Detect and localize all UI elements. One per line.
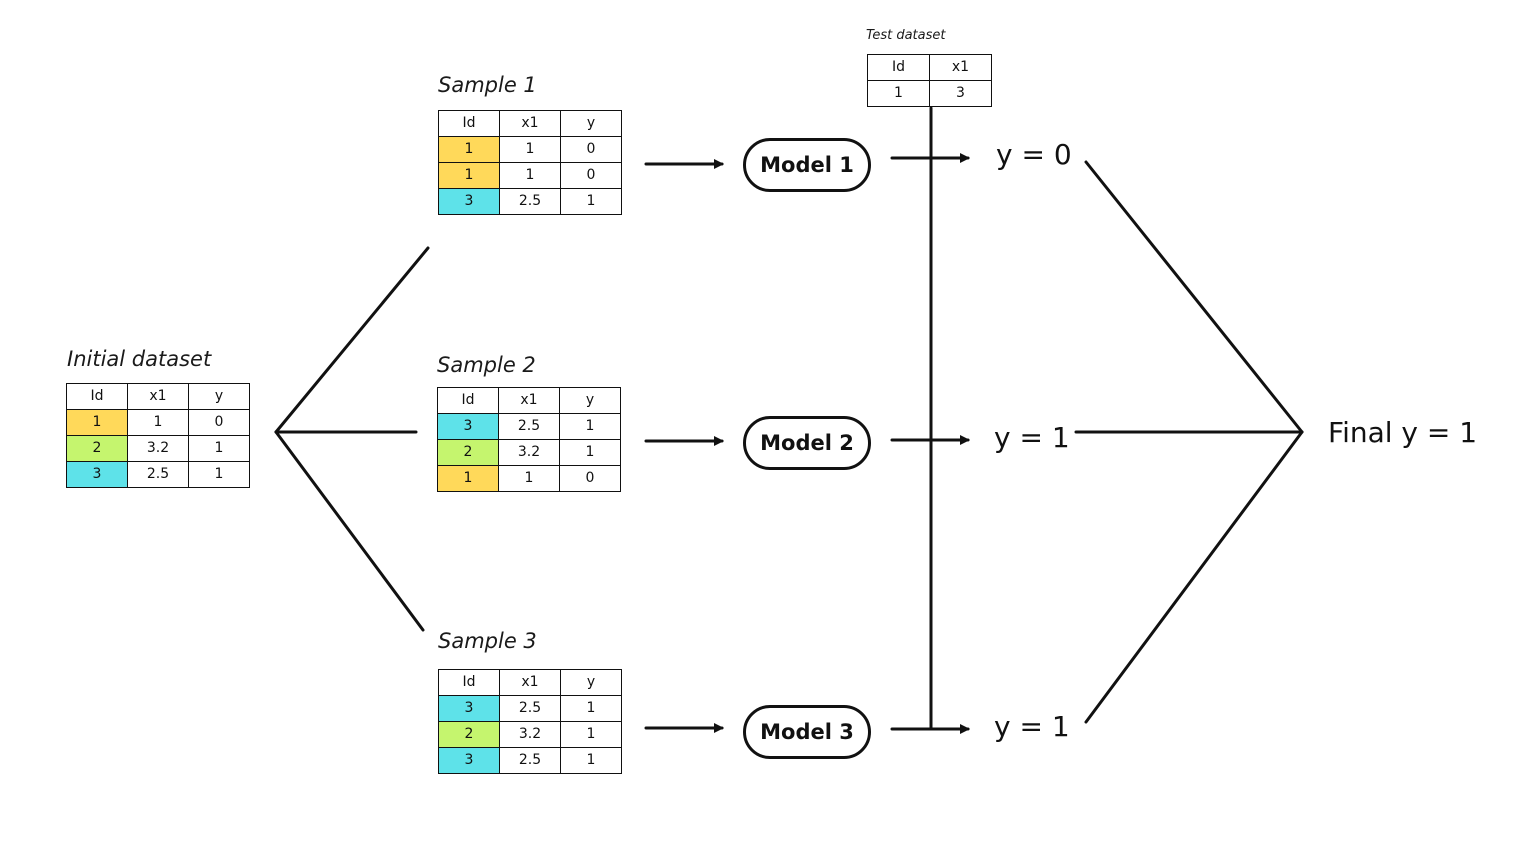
header-cell: y [560, 669, 622, 696]
x1-cell: 2.5 [499, 188, 561, 215]
y-cell: 1 [559, 439, 621, 466]
header-cell: y [188, 383, 250, 410]
table-row: 1 1 0 [66, 409, 250, 436]
id-cell: 1 [437, 465, 499, 492]
sample-1-caption: Sample 1 [438, 73, 537, 97]
vote-line-3 [1084, 430, 1304, 724]
y-cell: 0 [560, 162, 622, 189]
y-cell: 0 [559, 465, 621, 492]
x1-cell: 1 [499, 162, 561, 189]
header-cell: x1 [499, 669, 561, 696]
table-row: 3 2.5 1 [438, 747, 622, 774]
x1-cell: 3.2 [498, 439, 560, 466]
model-1-node: Model 1 [743, 138, 871, 192]
y-cell: 1 [188, 461, 250, 488]
vote-line-1 [1084, 160, 1304, 434]
id-cell: 3 [438, 188, 500, 215]
test-dataset-caption: Test dataset [866, 28, 946, 43]
branch-line-sample-1 [274, 246, 430, 434]
header-cell: Id [438, 110, 500, 137]
table-row: 3 2.5 1 [438, 188, 622, 215]
header-cell: y [560, 110, 622, 137]
y-cell: 1 [560, 695, 622, 722]
x1-cell: 2.5 [499, 695, 561, 722]
sample-2-table: Id x1 y 3 2.5 1 2 3.2 1 1 1 0 [437, 387, 621, 492]
y-cell: 1 [559, 413, 621, 440]
x1-cell: 1 [499, 136, 561, 163]
prediction-model-3: y = 1 [994, 710, 1070, 743]
model-3-node: Model 3 [743, 705, 871, 759]
prediction-model-1: y = 0 [996, 138, 1072, 171]
table-header-row: Id x1 [867, 54, 992, 81]
header-cell: y [559, 387, 621, 414]
table-row: 2 3.2 1 [66, 435, 250, 462]
initial-dataset-caption: Initial dataset [67, 347, 212, 371]
x1-cell: 1 [498, 465, 560, 492]
id-cell: 2 [66, 435, 128, 462]
x1-cell: 2.5 [499, 747, 561, 774]
initial-dataset-table: Id x1 y 1 1 0 2 3.2 1 3 2.5 1 [66, 383, 250, 488]
table-row: 3 2.5 1 [437, 413, 621, 440]
header-cell: Id [66, 383, 128, 410]
sample-2-caption: Sample 2 [437, 353, 536, 377]
prediction-model-2: y = 1 [994, 421, 1070, 454]
table-row: 2 3.2 1 [437, 439, 621, 466]
header-cell: Id [867, 54, 930, 81]
table-header-row: Id x1 y [66, 383, 250, 410]
header-cell: Id [437, 387, 499, 414]
x1-cell: 2.5 [498, 413, 560, 440]
x1-cell: 3.2 [127, 435, 189, 462]
id-cell: 3 [437, 413, 499, 440]
id-cell: 1 [66, 409, 128, 436]
id-cell: 2 [438, 721, 500, 748]
table-row: 2 3.2 1 [438, 721, 622, 748]
table-row: 3 2.5 1 [438, 695, 622, 722]
table-row: 3 2.5 1 [66, 461, 250, 488]
id-cell: 1 [438, 162, 500, 189]
header-cell: x1 [929, 54, 992, 81]
y-cell: 1 [188, 435, 250, 462]
id-cell: 1 [867, 80, 930, 107]
y-cell: 0 [560, 136, 622, 163]
x1-cell: 3 [929, 80, 992, 107]
table-row: 1 1 0 [438, 162, 622, 189]
branch-line-sample-3 [274, 430, 425, 632]
y-cell: 1 [560, 747, 622, 774]
table-header-row: Id x1 y [438, 669, 622, 696]
test-dataset-table: Id x1 1 3 [867, 54, 992, 107]
header-cell: x1 [499, 110, 561, 137]
table-row: 1 3 [867, 80, 992, 107]
y-cell: 1 [560, 188, 622, 215]
y-cell: 0 [188, 409, 250, 436]
table-row: 1 1 0 [437, 465, 621, 492]
x1-cell: 2.5 [127, 461, 189, 488]
id-cell: 3 [438, 747, 500, 774]
y-cell: 1 [560, 721, 622, 748]
sample-1-table: Id x1 y 1 1 0 1 1 0 3 2.5 1 [438, 110, 622, 215]
table-header-row: Id x1 y [438, 110, 622, 137]
x1-cell: 3.2 [499, 721, 561, 748]
id-cell: 2 [437, 439, 499, 466]
model-2-node: Model 2 [743, 416, 871, 470]
final-prediction: Final y = 1 [1328, 416, 1478, 449]
sample-3-caption: Sample 3 [438, 629, 537, 653]
header-cell: x1 [498, 387, 560, 414]
table-row: 1 1 0 [438, 136, 622, 163]
id-cell: 3 [438, 695, 500, 722]
header-cell: x1 [127, 383, 189, 410]
header-cell: Id [438, 669, 500, 696]
id-cell: 3 [66, 461, 128, 488]
sample-3-table: Id x1 y 3 2.5 1 2 3.2 1 3 2.5 1 [438, 669, 622, 774]
id-cell: 1 [438, 136, 500, 163]
table-header-row: Id x1 y [437, 387, 621, 414]
x1-cell: 1 [127, 409, 189, 436]
